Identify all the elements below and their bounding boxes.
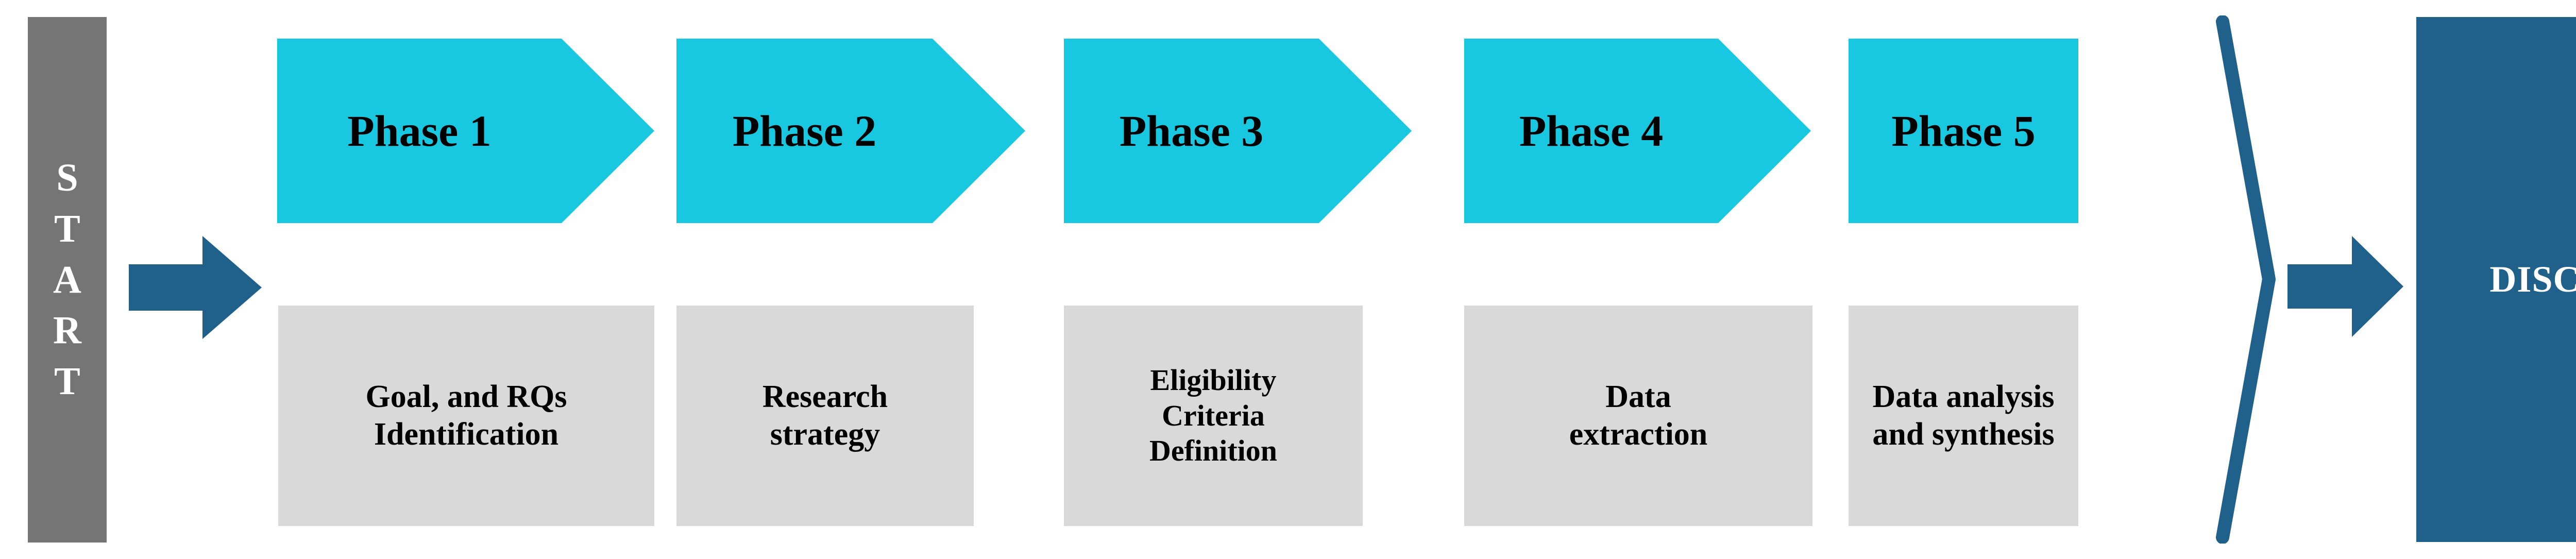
phase-3-label: Phase 3 xyxy=(1119,106,1264,156)
discussion-label: DISCUSSION xyxy=(2489,259,2576,300)
phase-1-chevron-shape xyxy=(277,39,654,223)
start-letter: R xyxy=(53,309,81,352)
phase-4-step-line: Data xyxy=(1605,379,1671,414)
start-terminal: S T A R T xyxy=(28,17,107,543)
phase-5-rect-shape xyxy=(1849,39,2078,223)
phase-1-step-line: Identification xyxy=(374,417,559,452)
start-arrow-icon xyxy=(129,236,262,339)
chevron-right-brace-icon xyxy=(2215,15,2277,544)
phase-3-step-line: Criteria xyxy=(1162,398,1265,432)
phase-1-step-box[interactable]: Goal, and RQs Identification xyxy=(278,306,654,526)
phase-2-step-line: strategy xyxy=(770,417,880,452)
phase-4-label: Phase 4 xyxy=(1519,106,1664,156)
phase-2-chevron-shape xyxy=(676,39,1025,223)
phase-5-step-line: and synthesis xyxy=(1872,417,2055,452)
discussion-block[interactable]: DISCUSSION xyxy=(2416,17,2576,542)
phase-1-step-line: Goal, and RQs xyxy=(365,379,567,414)
phase-3-step-line: Definition xyxy=(1149,434,1278,468)
phase-3-step-line: Eligibility xyxy=(1150,363,1277,397)
start-letter: A xyxy=(53,258,81,301)
phase-5-step-line: Data analysis xyxy=(1872,379,2055,414)
phase-4-step-line: extraction xyxy=(1569,417,1708,452)
phase-2-chevron[interactable]: Phase 2 xyxy=(676,39,1025,223)
phase-3-chevron-shape xyxy=(1064,39,1412,223)
phase-4-chevron[interactable]: Phase 4 xyxy=(1464,39,1811,223)
start-letter: S xyxy=(56,156,78,199)
outcome-arrow-icon xyxy=(2287,236,2403,337)
start-letter: T xyxy=(54,207,80,250)
phase-1-label: Phase 1 xyxy=(347,106,492,156)
start-letter: T xyxy=(54,360,80,403)
phase-5-step-box[interactable]: Data analysis and synthesis xyxy=(1849,306,2078,526)
phase-3-step-box[interactable]: Eligibility Criteria Definition xyxy=(1064,306,1363,526)
phase-2-label: Phase 2 xyxy=(732,106,877,156)
phase-4-chevron-shape xyxy=(1464,39,1811,223)
phase-1-chevron[interactable]: Phase 1 xyxy=(277,39,654,223)
phase-2-step-box[interactable]: Research strategy xyxy=(676,306,974,526)
phase-5-chevron[interactable]: Phase 5 xyxy=(1849,39,2078,223)
phase-3-chevron[interactable]: Phase 3 xyxy=(1064,39,1412,223)
phase-4-step-box[interactable]: Data extraction xyxy=(1464,306,1812,526)
phase-2-step-line: Research xyxy=(762,379,888,414)
phase-5-label: Phase 5 xyxy=(1891,106,2036,156)
